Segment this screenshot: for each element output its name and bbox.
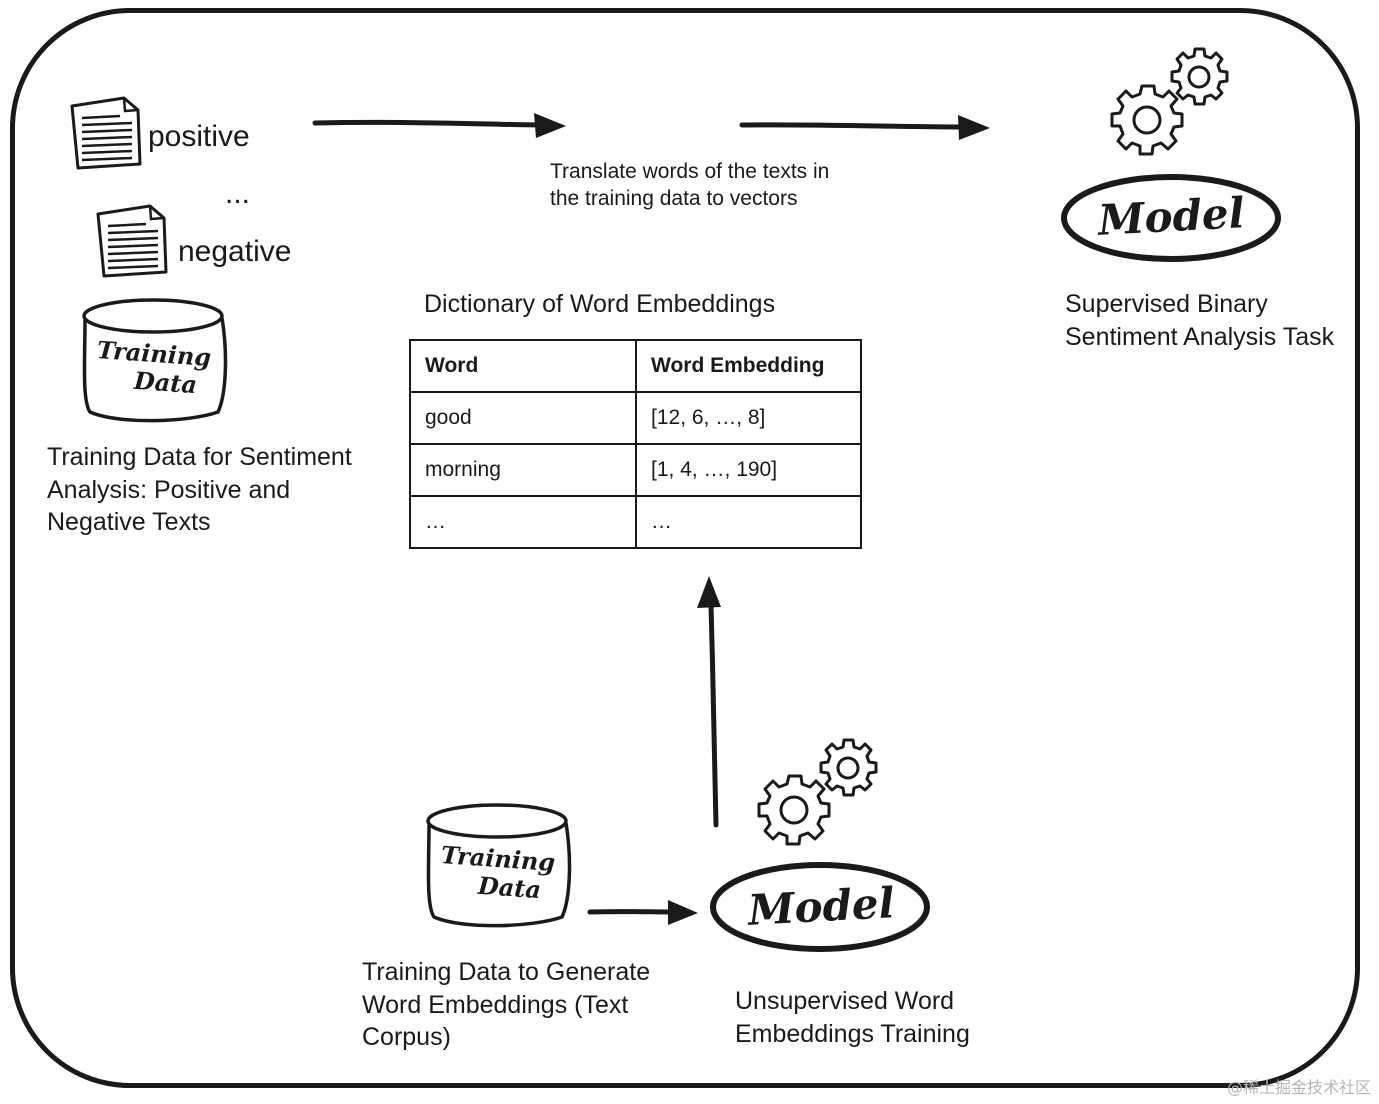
table-cell-embedding: [12, 6, …, 8] — [635, 391, 862, 445]
arrow-to-translate-icon — [312, 113, 566, 138]
sentiment-cylinder-label-line2: Data — [133, 365, 198, 400]
watermark: @稀土掘金技术社区 — [1226, 1078, 1371, 1097]
table-row: … … — [409, 495, 862, 549]
corpus-caption: Training Data to Generate Word Embedding… — [362, 958, 651, 1051]
negative-document-icon — [96, 204, 168, 278]
table-cell-word: … — [409, 495, 637, 549]
supervised-gears-icon — [1110, 47, 1229, 156]
arrow-corpus-to-model-icon — [587, 900, 698, 925]
sentiment-training-caption: Training Data for Sentiment Analysis: Po… — [47, 443, 352, 536]
negative-label: negative — [178, 235, 292, 268]
table-row: good [12, 6, …, 8] — [409, 391, 862, 445]
header-word: Word — [409, 339, 637, 393]
supervised-caption: Supervised Binary Sentiment Analysis Tas… — [1065, 290, 1335, 351]
unsupervised-model-oval — [710, 862, 930, 952]
table-cell-word: good — [409, 391, 637, 445]
arrow-up-to-dictionary-icon — [697, 576, 721, 828]
arrow-to-supervised-model-icon — [739, 115, 990, 140]
positive-document-icon — [70, 96, 142, 170]
unsupervised-gears-icon — [757, 738, 878, 846]
table-cell-word: morning — [409, 443, 637, 497]
unsupervised-model-label: Model — [746, 878, 896, 935]
diagram-frame — [10, 8, 1360, 1088]
header-word-embedding: Word Embedding — [635, 339, 862, 393]
positive-label: positive — [148, 120, 250, 153]
corpus-cylinder-label-line2: Data — [477, 870, 542, 905]
dictionary-title: Dictionary of Word Embeddings — [424, 290, 776, 318]
table-row: morning [1, 4, …, 190] — [409, 443, 862, 497]
embedding-table: Word Word Embedding good [12, 6, …, 8] m… — [409, 339, 862, 549]
embedding-table-header-row: Word Word Embedding — [409, 339, 862, 393]
ellipsis-label: ... — [225, 177, 251, 210]
supervised-model-oval — [1061, 174, 1281, 262]
unsupervised-caption: Unsupervised Word Embeddings Training — [735, 987, 970, 1048]
supervised-model-label: Model — [1096, 188, 1246, 245]
table-cell-embedding: [1, 4, …, 190] — [635, 443, 862, 497]
table-cell-embedding: … — [635, 495, 862, 549]
translate-caption: Translate words of the texts in the trai… — [550, 160, 830, 211]
